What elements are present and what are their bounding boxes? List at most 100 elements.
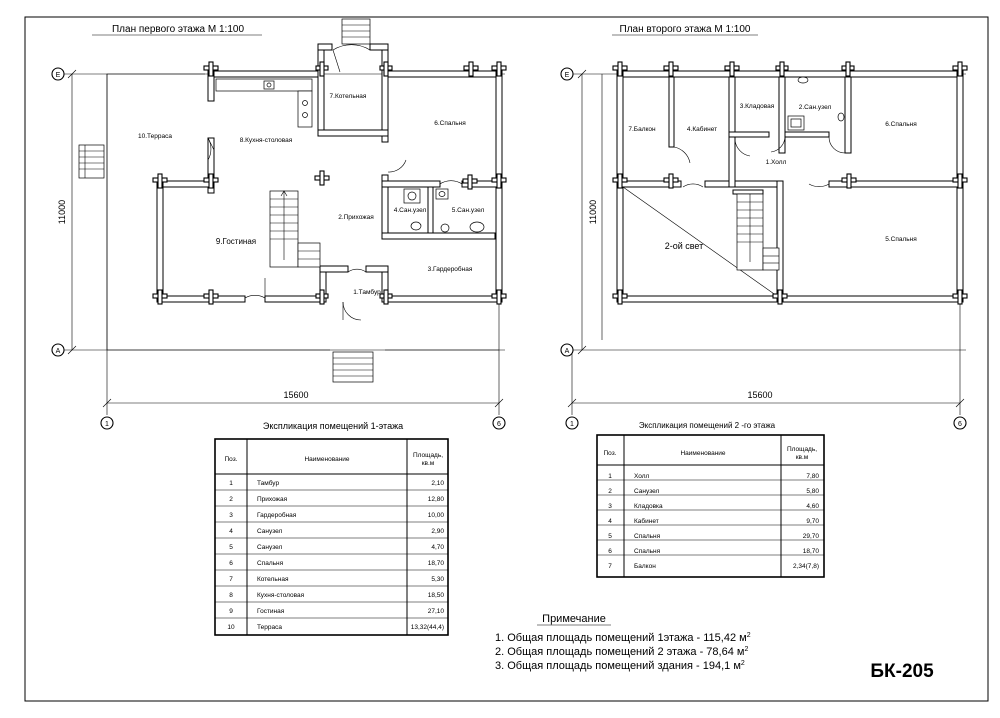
table1-title: Экспликация помещений 1-этажа [263,421,403,431]
floor2-dim-width: 15600 [747,390,772,400]
table2-header-area1: Площадь, [787,446,817,453]
floor1-room-gostinaya: 9.Гостиная [216,237,256,246]
sheet-frame [24,16,989,702]
table1-row-pos: 10 [227,624,235,631]
table1-row-area: 12,80 [428,496,445,503]
table1-row-name: Котельная [257,576,289,583]
table1-row-name: Спальня [257,560,284,567]
table2-row-area: 5,80 [806,488,819,495]
floor2-room-spalnya5: 5.Спальня [885,236,917,243]
table2-row-area: 7,80 [806,473,819,480]
table1-row-name: Гардеробная [257,511,297,519]
floor1-room-terrasa: 10.Терраса [138,133,172,140]
table1-row-name: Кухня-столовая [257,592,305,599]
room-table-floor1: Экспликация помещений 1-этажа Поз. Наиме… [214,421,449,636]
floor1-room-garderobnaya: 3.Гардеробная [428,265,473,273]
floor2-title: План второго этажа М 1:100 [620,24,751,35]
floor1-wall-joints [152,61,507,305]
table2-row-pos: 6 [608,548,612,555]
floor1-axis-6: 6 [497,421,501,428]
note-line-1: 1. Общая площадь помещений 1этажа - 115,… [495,632,751,644]
table1-row-area: 2,10 [431,480,444,487]
table2-row-area: 2,34(7,8) [793,563,819,570]
floor2-wall-joints [612,61,968,305]
notes-title: Примечание [542,613,606,625]
table1-row-pos: 7 [229,576,233,583]
notes-block: Примечание 1. Общая площадь помещений 1э… [495,613,751,672]
table1-header-pos: Поз. [225,456,238,463]
table2-row-area: 9,70 [806,518,819,525]
table1-row-area: 4,70 [431,544,444,551]
note-line-3: 3. Общая площадь помещений здания - 194,… [495,660,745,672]
table2-row-name: Холл [634,473,650,480]
floor2-room-holl: 1.Холл [766,159,787,166]
table2-row-pos: 3 [608,503,612,510]
table1-header-area2: кв.м [422,460,435,467]
table1-row-pos: 5 [229,544,233,551]
table2-row-name: Санузел [634,488,660,495]
table1-row-name: Гостиная [257,608,285,615]
floor1-room-kuhnya: 8.Кухня-столовая [240,137,293,144]
table1-row-area: 10,00 [428,512,445,519]
table2-row-pos: 1 [608,473,612,480]
floor1-room-prihozhaya: 2.Прихожая [338,214,374,221]
floor1-axis-e: Е [56,72,61,79]
floor2-room-spalnya6: 6.Спальня [885,121,917,128]
table2-row-name: Кладовка [634,503,663,510]
table2-row-name: Спальня [634,533,661,540]
floor2-room-kabinet: 4.Кабинет [687,125,717,133]
sheet-code: БК-205 [870,661,934,682]
table1-row-area: 5,30 [431,576,444,583]
table2-row-name: Спальня [634,548,661,555]
table1-row-area: 13,32(44,4) [411,624,444,631]
table2-row-pos: 2 [608,488,612,495]
floor1-dim-height: 11000 [57,200,67,224]
room-table-floor2: Экспликация помещений 2 -го этажа Поз. Н… [596,421,825,578]
table1-header-name: Наименование [304,456,349,463]
table1-row-pos: 1 [229,480,233,487]
floor1-room-tambur: 1.Тамбур [353,288,381,296]
floor1-axis-a: А [56,348,61,355]
table2-row-area: 29,70 [803,533,820,540]
floor1-room-spalnya: 6.Спальня [434,120,466,127]
floor1-room-kotelnaya: 7.Котельная [330,93,367,100]
table2-row-pos: 5 [608,533,612,540]
table2-title: Экспликация помещений 2 -го этажа [639,421,776,430]
floor2-room-balkon: 7.Балкон [628,126,656,133]
table2-header-pos: Поз. [604,450,617,457]
table2-row-name: Кабинет [634,517,659,525]
floor2-room-kladovaya: 3.Кладовая [740,103,775,110]
floor1-title: План первого этажа М 1:100 [112,24,244,35]
table2-row-pos: 4 [608,518,612,525]
table1-row-area: 18,70 [428,560,445,567]
table1-row-name: Санузел [257,544,283,551]
table1-row-name: Тамбур [257,479,279,487]
table1-row-area: 18,50 [428,592,445,599]
floor1-plan: План первого этажа М 1:100 Е А 1 6 15600… [51,18,507,430]
floor1-room-sanuzel4: 4.Сан.узел [394,207,427,214]
table2-row-name: Балкон [634,563,656,570]
table2-header-area2: кв.м [796,454,809,461]
table2-row-pos: 7 [608,563,612,570]
table1-row-pos: 9 [229,608,233,615]
table1-row-name: Санузел [257,528,283,535]
table1-row-area: 2,90 [431,528,444,535]
floor2-plan: План второго этажа М 1:100 Е А 1 6 15600… [560,24,968,430]
floor1-dim-width: 15600 [283,390,308,400]
floor2-axis-6: 6 [958,421,962,428]
table1-row-name: Прихожая [257,496,288,503]
table1-row-pos: 2 [229,496,233,503]
table1-row-pos: 8 [229,592,233,599]
floor2-room-sanuzel: 2.Сан.узел [799,104,832,111]
note-line-2: 2. Общая площадь помещений 2 этажа - 78,… [495,646,748,658]
table2-header-name: Наименование [680,450,725,457]
floor1-axis-1: 1 [105,421,109,428]
table1-row-pos: 4 [229,528,233,535]
table1-row-pos: 3 [229,512,233,519]
table2-row-area: 18,70 [803,548,820,555]
floor2-room-svet: 2-ой свет [665,241,704,251]
floor2-dim-height: 11000 [588,200,598,224]
table1-header-area1: Площадь, [413,452,443,459]
floor2-axis-e: Е [565,72,570,79]
